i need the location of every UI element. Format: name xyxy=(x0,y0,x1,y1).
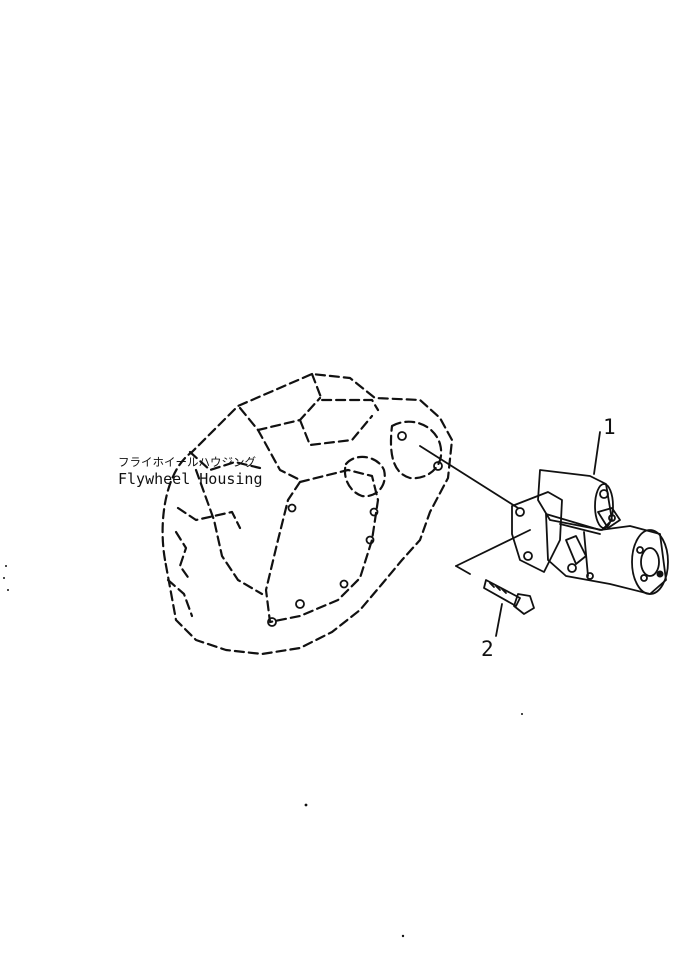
part-name-en-label: Flywheel Housing xyxy=(118,470,263,488)
flywheel-housing xyxy=(161,372,454,656)
part-name-jp-label: フライホイールハウジング xyxy=(118,455,256,469)
starter-motor xyxy=(511,469,669,595)
callout-number-1: 1 xyxy=(603,415,616,439)
mounting-bolt xyxy=(483,579,535,615)
assembly-leader-lines xyxy=(419,431,601,637)
scan-speckle xyxy=(3,565,523,938)
callout-number-2: 2 xyxy=(481,637,494,661)
